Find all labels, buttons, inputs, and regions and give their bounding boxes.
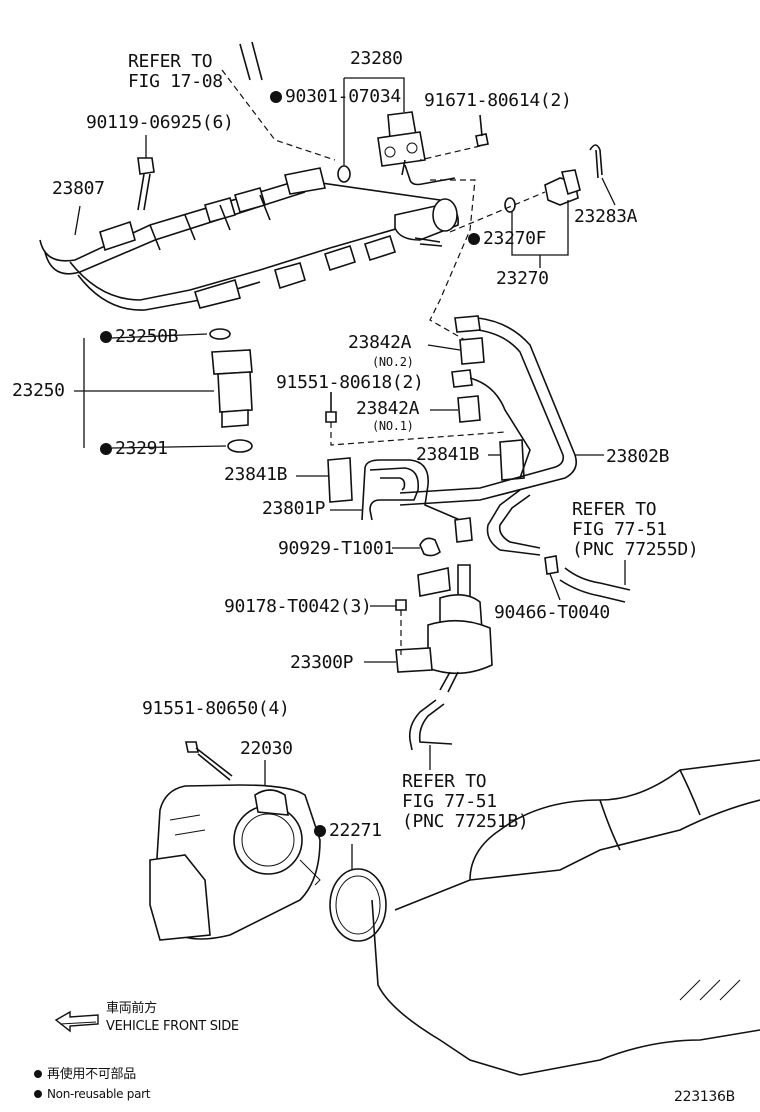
front-direction-en: VEHICLE FRONT SIDE — [106, 1019, 239, 1034]
bolt-90178-drawing — [370, 599, 407, 655]
part-23841B-right: 23841B — [416, 444, 480, 465]
part-23250: 23250 — [12, 380, 65, 401]
part-23291: 23291 — [100, 440, 168, 458]
injector-drawing — [74, 328, 253, 453]
legend-dot-icon — [34, 1070, 42, 1078]
clip-90929-drawing — [392, 537, 441, 557]
part-90301-07034: 90301-07034 — [270, 88, 401, 106]
hose-23801P-drawing — [330, 459, 541, 556]
ref-fig-77-51-pnc-77255d: REFER TO FIG 77-51 (PNC 77255D) — [572, 499, 699, 560]
part-23300P: 23300P — [290, 652, 354, 673]
front-direction-arrow — [54, 1010, 99, 1033]
part-23842A-no1: 23842A — [356, 398, 420, 419]
non-reusable-dot-icon — [468, 233, 480, 245]
hose-23802B-drawing — [399, 315, 604, 506]
non-reusable-dot-icon — [100, 331, 112, 343]
clamp-23842A-no2-drawing — [427, 337, 485, 365]
part-23801P: 23801P — [262, 498, 326, 519]
part-23283A: 23283A — [574, 206, 638, 227]
part-23807: 23807 — [52, 178, 105, 199]
legend-non-reusable-jp: 再使用不可部品 — [34, 1068, 136, 1081]
non-reusable-dot-icon — [100, 443, 112, 455]
non-reusable-dot-icon — [314, 825, 326, 837]
bolt-91551-80618-drawing — [325, 392, 506, 446]
intake-manifold-drawing — [371, 759, 760, 1076]
pulsation-damper-drawing — [429, 144, 616, 341]
part-22030: 22030 — [240, 738, 293, 759]
part-23842A-no1-sub: (NO.1) — [372, 419, 414, 433]
bracket-23841B-right-drawing — [488, 439, 525, 481]
part-23842A-no2-sub: (NO.2) — [372, 355, 414, 369]
figure-id: 223136B — [674, 1089, 735, 1105]
non-reusable-dot-icon — [270, 91, 282, 103]
legend-non-reusable-en: Non-reusable part — [34, 1088, 150, 1100]
fuel-pipe-top — [221, 41, 336, 161]
part-91551-80618: 91551-80618(2) — [276, 372, 424, 393]
part-23280: 23280 — [350, 48, 403, 69]
pressure-regulator-drawing — [337, 77, 456, 186]
vsv-23300P-drawing — [364, 564, 493, 770]
part-22271: 22271 — [314, 822, 382, 840]
part-23250B: 23250B — [100, 328, 179, 346]
bolt-90119-drawing — [137, 135, 155, 211]
part-91551-80650: 91551-80650(4) — [142, 698, 290, 719]
fuel-rail-drawing — [39, 167, 459, 311]
ref-fig-17-08: REFER TO FIG 17-08 — [128, 51, 223, 92]
ref-fig-77-51-pnc-77251b: REFER TO FIG 77-51 (PNC 77251B) — [402, 771, 529, 832]
part-90119-06925: 90119-06925(6) — [86, 112, 234, 133]
front-direction-jp: 車両前方 — [106, 1001, 157, 1016]
part-90466-T0040: 90466-T0040 — [494, 602, 610, 623]
part-90929-T1001: 90929-T1001 — [278, 538, 394, 559]
clamp-90466-drawing — [544, 555, 631, 603]
throttle-body-drawing — [149, 741, 321, 941]
gasket-22271-drawing — [329, 844, 387, 942]
bracket-23841B-left-drawing — [296, 457, 353, 503]
part-23270: 23270 — [496, 268, 549, 289]
legend-dot-icon — [34, 1090, 42, 1098]
part-23270F: 23270F — [468, 230, 547, 248]
part-23842A-no2: 23842A — [348, 332, 412, 353]
part-91671-80614: 91671-80614(2) — [424, 90, 572, 111]
part-90178-T0042: 90178-T0042(3) — [224, 596, 372, 617]
part-23802B: 23802B — [606, 446, 670, 467]
part-23841B-left: 23841B — [224, 464, 288, 485]
bolt-91671-drawing — [419, 114, 489, 161]
clamp-23842A-no1-drawing — [430, 395, 481, 423]
